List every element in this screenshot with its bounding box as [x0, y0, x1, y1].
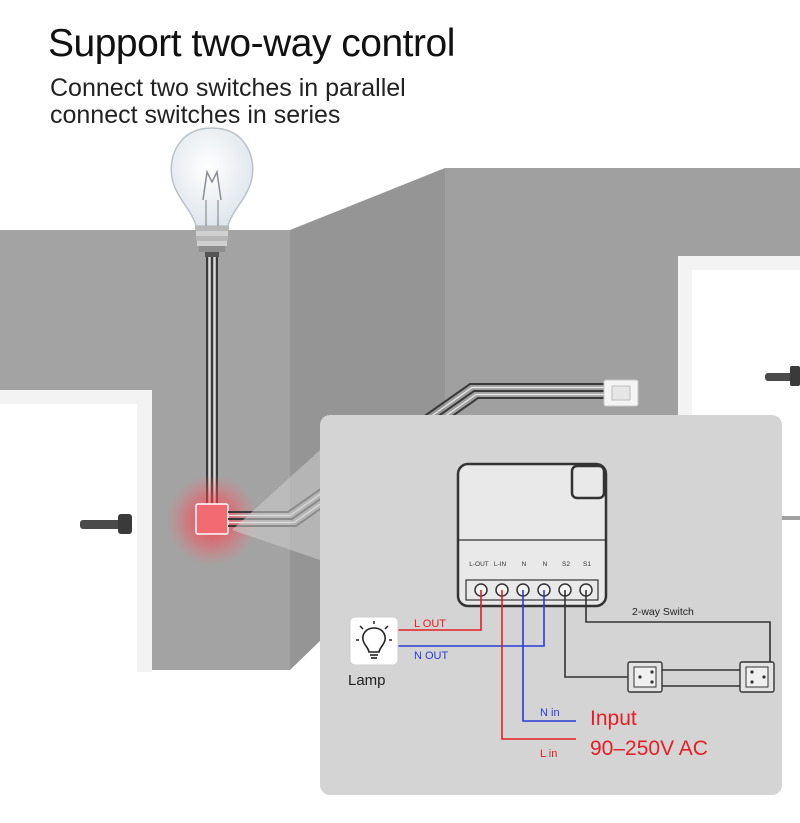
label-l-in: L in: [540, 748, 557, 760]
terminal-labels: L-OUT L-IN N N S2 S1: [469, 561, 591, 568]
wall-switch-icon: [603, 379, 639, 407]
door-handle-icon: [80, 520, 122, 529]
terminal-label: L-IN: [494, 561, 507, 568]
page-title: Support two-way control: [48, 22, 455, 65]
subtitle-parallel: Connect two switches in parallel: [50, 74, 406, 102]
lamp-icon: [349, 616, 399, 666]
wire-l-in: [501, 590, 576, 740]
wire-s1: [585, 590, 771, 668]
smart-module: [456, 462, 608, 608]
terminal-label: N: [522, 561, 527, 568]
smart-switch-icon: [195, 503, 229, 535]
two-way-switch-icon: [739, 661, 775, 693]
wire-n-in: [522, 590, 576, 722]
label-2way-switch: 2-way Switch: [632, 606, 694, 618]
left-door: [0, 390, 152, 672]
wire-n-out: [398, 590, 545, 647]
wire-l-out: [398, 590, 482, 631]
label-n-in: N in: [540, 707, 560, 719]
label-lamp: Lamp: [348, 672, 386, 689]
terminal-label: S1: [583, 561, 591, 568]
wires: [398, 590, 771, 740]
terminal-label: N: [543, 561, 548, 568]
label-n-out: N OUT: [414, 650, 449, 662]
label-input: Input: [590, 707, 637, 730]
label-l-out: L OUT: [414, 618, 446, 630]
ceiling-cable: [206, 257, 218, 505]
terminal-label: L-OUT: [469, 561, 489, 568]
wire-s2: [564, 590, 630, 678]
label-voltage: 90–250V AC: [590, 737, 708, 760]
terminal-label: S2: [562, 561, 570, 568]
subtitle-series: connect switches in series: [50, 101, 341, 129]
two-way-switch-icon: [627, 661, 663, 693]
light-bulb-icon: [170, 127, 254, 257]
